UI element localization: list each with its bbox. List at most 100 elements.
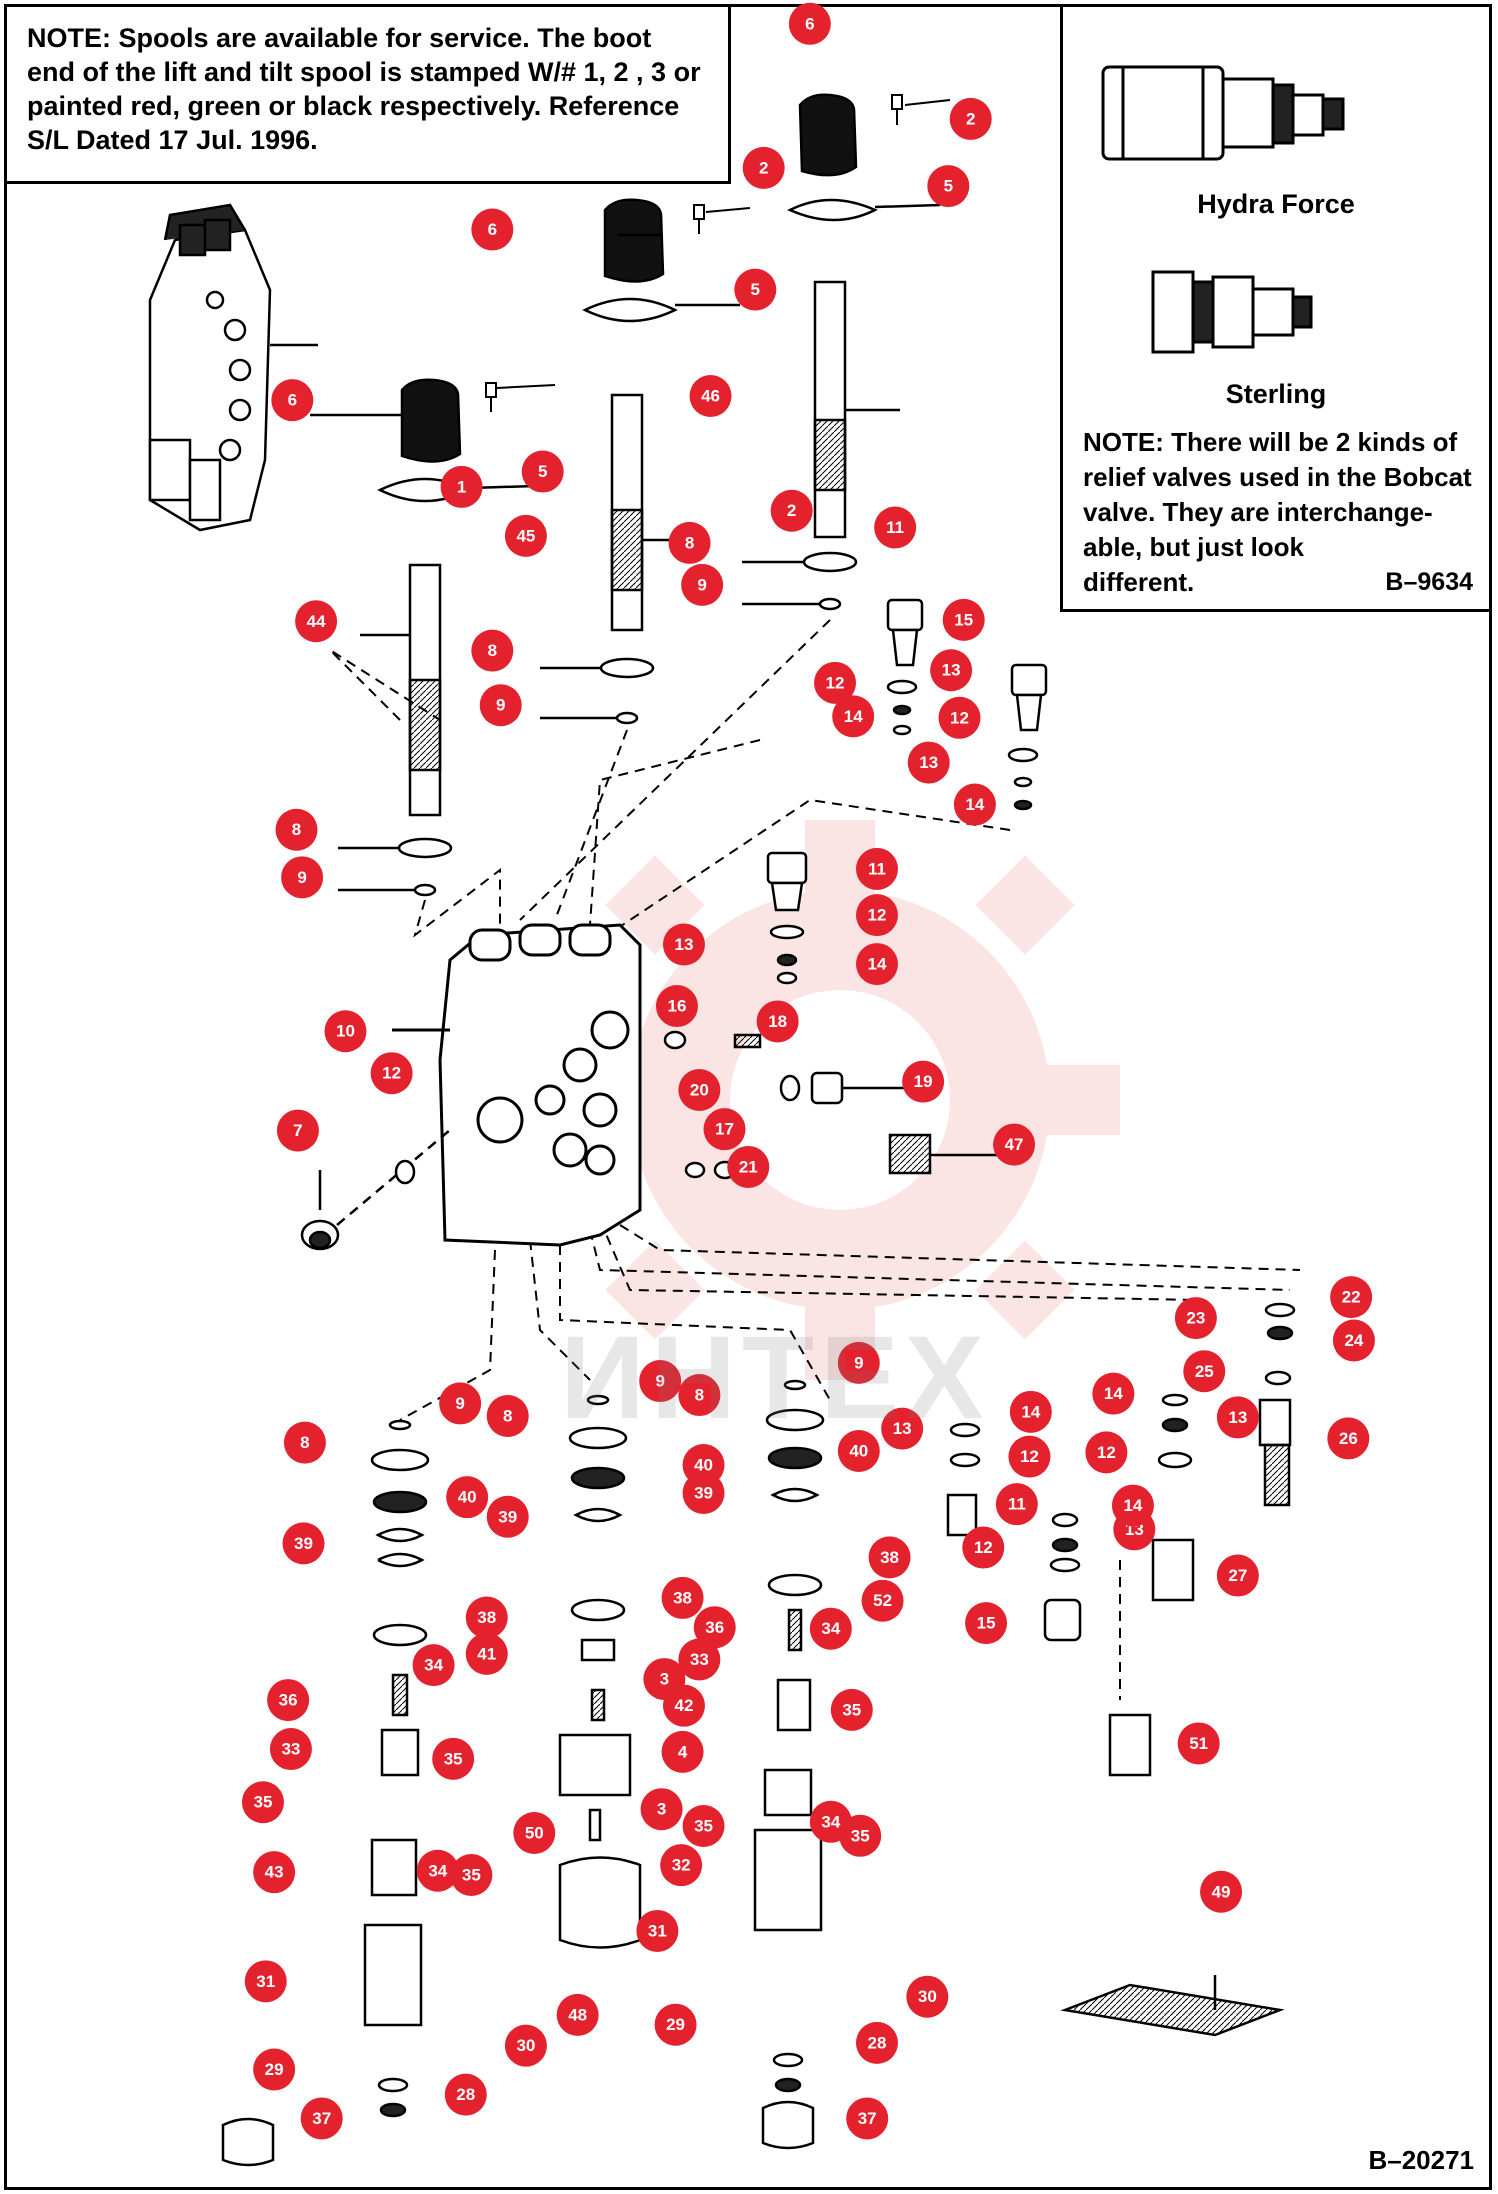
note-line-2: end of the lift and tilt spool is stampe… <box>27 57 701 87</box>
callout-marker <box>1327 1417 1370 1460</box>
note2-line-2: relief valves used in the Bobcat <box>1083 462 1472 492</box>
callout-6: 6 <box>788 2 831 45</box>
callout-33: 33 <box>678 1638 721 1681</box>
callout-marker <box>703 1108 746 1151</box>
callout-marker <box>639 1360 682 1403</box>
callout-marker <box>1216 1396 1259 1439</box>
callout-number: 5 <box>751 280 760 299</box>
callout-5: 5 <box>734 268 777 311</box>
callout-number: 11 <box>868 859 886 878</box>
callout-marker <box>660 1844 703 1887</box>
relief-valve-note-text: NOTE: There will be 2 kinds of relief va… <box>1083 425 1483 600</box>
callout-marker <box>682 1443 725 1486</box>
callout-40: 40 <box>682 1443 725 1486</box>
callout-number: 12 <box>868 906 887 925</box>
callout-9: 9 <box>639 1360 682 1403</box>
watermark-text: ИНТЕХ <box>560 1312 990 1444</box>
callout-number: 9 <box>697 575 706 594</box>
callout-5: 5 <box>927 165 970 208</box>
callout-marker <box>742 146 785 189</box>
callout-marker <box>450 1853 493 1896</box>
callout-number: 4 <box>678 1742 688 1761</box>
callout-marker <box>1332 1319 1375 1362</box>
callout-marker <box>681 563 724 606</box>
callout-number: 8 <box>300 1433 309 1452</box>
callout-12: 12 <box>1085 1431 1128 1474</box>
callout-number: 39 <box>694 1483 713 1502</box>
callout-38: 38 <box>465 1596 508 1639</box>
callout-13: 13 <box>1216 1396 1259 1439</box>
callout-35: 35 <box>432 1737 475 1780</box>
callout-number: 18 <box>768 1012 787 1031</box>
callout-number: 11 <box>1008 1495 1026 1514</box>
callout-number: 41 <box>477 1644 496 1663</box>
callout-28: 28 <box>855 2021 898 2064</box>
callout-number: 12 <box>1020 1447 1039 1466</box>
callout-marker <box>809 1607 852 1650</box>
callout-45: 45 <box>504 514 547 557</box>
callout-marker <box>668 521 711 564</box>
callout-marker <box>1330 1276 1373 1319</box>
callout-marker <box>446 1476 489 1519</box>
valve-assembly-thumbnail <box>148 203 318 532</box>
callout-number: 35 <box>851 1826 870 1845</box>
callout-marker <box>855 894 898 937</box>
callout-13: 13 <box>907 741 950 784</box>
callout-marker <box>1216 1554 1259 1597</box>
callout-marker <box>678 1069 721 1112</box>
callout-number: 13 <box>893 1419 912 1438</box>
callout-number: 12 <box>1097 1443 1116 1462</box>
callout-number: 24 <box>1344 1331 1363 1350</box>
sterling-label: Sterling <box>1225 379 1327 409</box>
callout-17: 17 <box>703 1108 746 1151</box>
callout-number: 35 <box>842 1700 861 1719</box>
lower-cartridge-parts <box>221 1379 1285 2167</box>
callout-30: 30 <box>906 1975 949 2018</box>
callout-marker <box>465 1632 508 1675</box>
callout-marker <box>837 1430 880 1473</box>
callout-13: 13 <box>881 1407 924 1450</box>
callout-6: 6 <box>271 379 314 422</box>
callout-number: 35 <box>462 1865 481 1884</box>
callout-number: 36 <box>279 1691 298 1710</box>
callout-number: 16 <box>668 997 687 1016</box>
callout-number: 50 <box>525 1823 544 1842</box>
callout-marker <box>727 1145 770 1188</box>
callout-marker <box>678 1638 721 1681</box>
note-label: NOTE: <box>27 23 111 53</box>
callout-39: 39 <box>282 1522 325 1565</box>
callout-marker <box>432 1737 475 1780</box>
callout-number: 9 <box>655 1372 664 1391</box>
callout-marker <box>874 506 917 549</box>
callout-14: 14 <box>953 783 996 826</box>
callout-marker <box>640 1788 683 1831</box>
callout-number: 8 <box>488 641 497 660</box>
callout-number: 26 <box>1339 1429 1358 1448</box>
callout-number: 14 <box>868 955 887 974</box>
callout-29: 29 <box>654 2003 697 2046</box>
callout-marker <box>300 2097 343 2140</box>
callout-number: 37 <box>858 2109 877 2128</box>
callout-marker <box>902 1060 945 1103</box>
callout-marker <box>995 1483 1038 1526</box>
callout-marker <box>1177 1722 1220 1765</box>
callout-marker <box>962 1526 1005 1569</box>
callout-number: 25 <box>1195 1362 1214 1381</box>
callout-number: 39 <box>294 1534 313 1553</box>
callout-number: 1 <box>457 477 466 496</box>
callout-number: 48 <box>568 2005 587 2024</box>
callout-number: 34 <box>428 1861 447 1880</box>
callout-marker <box>830 1688 873 1731</box>
callout-number: 9 <box>297 868 306 887</box>
callout-number: 9 <box>854 1353 863 1372</box>
callout-marker <box>662 1684 705 1727</box>
callout-14: 14 <box>832 695 875 738</box>
callout-39: 39 <box>486 1495 529 1538</box>
callout-number: 21 <box>739 1157 758 1176</box>
hydra-force-valve-icon <box>1101 65 1345 161</box>
callout-marker <box>471 208 514 251</box>
callout-13: 13 <box>930 649 973 692</box>
callout-marker <box>269 1728 312 1771</box>
callout-marker <box>839 1814 882 1857</box>
screw-parts <box>485 94 951 412</box>
